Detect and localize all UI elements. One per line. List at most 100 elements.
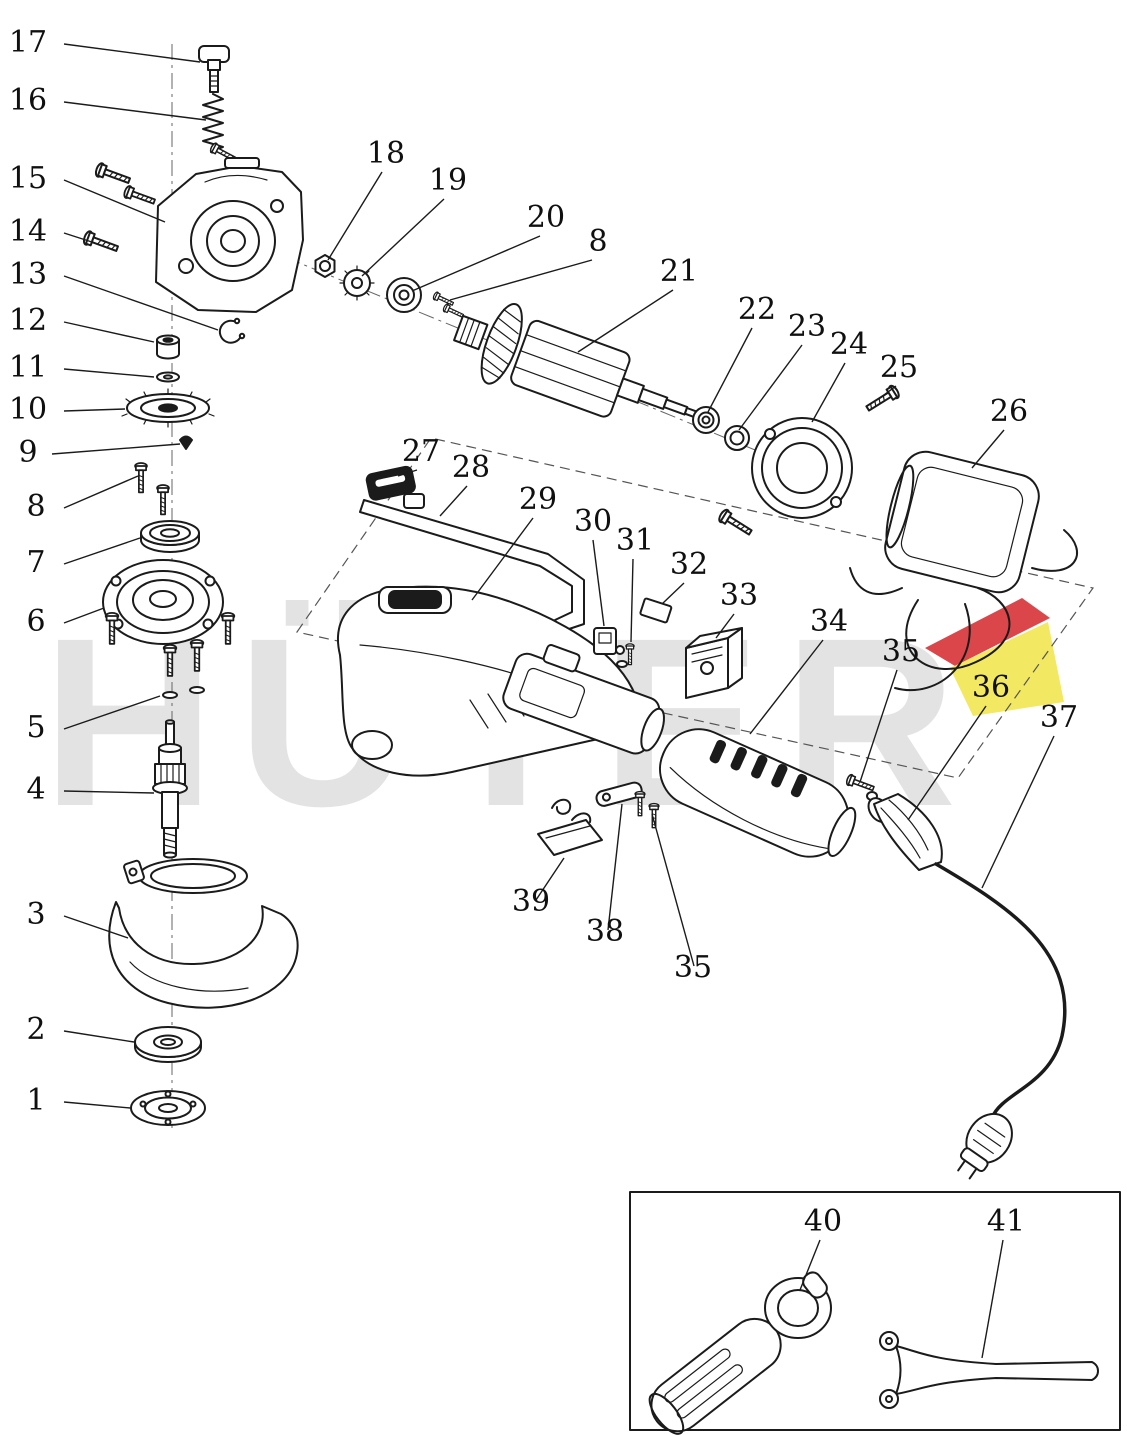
part-label-10-gear: 10: [9, 392, 47, 427]
leader-line-5: [63, 695, 161, 730]
part-11-washer: [156, 371, 180, 383]
part-label-22-bearing: 22: [738, 292, 776, 327]
part-label-26-stator: 26: [990, 394, 1028, 429]
leader-line-27: [397, 469, 418, 477]
leader-line-2: [63, 1030, 135, 1043]
part-7-bearing: [140, 520, 200, 553]
leader-line-35: [859, 669, 898, 783]
leader-line-8: [449, 259, 593, 301]
part-label-27-cap: 27: [402, 434, 440, 469]
part-4-spindle: [152, 719, 188, 859]
part-label-12-bushing: 12: [9, 303, 47, 338]
part-label-17-spindle-lock-button: 17: [9, 25, 47, 60]
part-label-11-washer: 11: [9, 350, 47, 385]
part-40-side-handle: [648, 1271, 832, 1435]
part-8-screw: [441, 302, 466, 321]
part-label-28-bracket-bar: 28: [452, 450, 490, 485]
part-5-screws: [104, 611, 236, 699]
part-1-clamp-flange: [130, 1090, 206, 1126]
gear-case: [502, 644, 665, 755]
leader-line-24: [811, 362, 846, 423]
part-label-14-screw: 14: [9, 214, 47, 249]
part-30-brush-holder: [593, 627, 625, 655]
part-label-39-wire-cover: 39: [512, 884, 550, 919]
part-label-30-brush-holder: 30: [574, 504, 612, 539]
part-label-29-motor-housing: 29: [519, 482, 557, 517]
part-label-18-nut: 18: [367, 136, 405, 171]
part-8-screw: [134, 462, 148, 494]
part-23-ring: [724, 425, 750, 451]
part-6-bearing-flange: [102, 559, 224, 645]
part-label-1-clamp-flange: 1: [26, 1083, 45, 1118]
part-13-circlip: [218, 317, 246, 344]
leader-line-40: [799, 1239, 821, 1291]
leader-line-23: [738, 344, 803, 431]
part-20-bearing: [386, 277, 422, 313]
leader-line-32: [661, 582, 685, 605]
leader-line-19: [361, 198, 445, 277]
leader-line-37: [981, 735, 1055, 889]
leader-line-26: [971, 429, 1005, 469]
part-label-35-screws: 35: [674, 950, 712, 985]
part-18-nut: [314, 254, 336, 278]
leader-line-3: [63, 915, 129, 939]
part-label-34-rear-housing: 34: [810, 604, 848, 639]
leader-line-16: [63, 101, 207, 121]
part-label-16-spring: 16: [9, 83, 47, 118]
leader-line-6: [63, 607, 105, 624]
leader-line-38: [607, 803, 623, 931]
leader-line-17: [63, 43, 201, 63]
screw: [93, 161, 133, 189]
part-label-32-brush: 32: [670, 547, 708, 582]
part-39-wire-cover: [537, 798, 603, 856]
inset-box: [629, 1191, 1121, 1431]
leader-line-20: [411, 235, 541, 292]
part-label-21-armature: 21: [660, 254, 698, 289]
leader-line-28: [439, 485, 468, 517]
part-label-37-power-cord: 37: [1040, 700, 1078, 735]
part-22-bearing: [692, 406, 720, 434]
part-label-4-spindle: 4: [26, 772, 45, 807]
leader-line-41: [981, 1239, 1004, 1359]
part-label-20-bearing: 20: [527, 200, 565, 235]
part-25-screw: [716, 507, 755, 540]
leader-line-36: [907, 705, 987, 821]
part-label-38-lever: 38: [586, 914, 624, 949]
part-3-wheel-guard: [108, 858, 299, 1009]
leader-line-15: [63, 179, 166, 223]
part-27-cap: [365, 465, 425, 509]
part-label-24-bearing-cover: 24: [830, 327, 868, 362]
part-8-screw: [156, 484, 170, 516]
part-2-inner-flange: [134, 1026, 202, 1063]
part-label-9-key: 9: [18, 435, 37, 470]
watermark-accent-red: [925, 598, 1050, 666]
leader-line-21: [577, 289, 674, 353]
part-16-spring: [202, 93, 224, 153]
part-37-power-cord: [934, 862, 1067, 1180]
leader-line-9: [51, 443, 181, 455]
assembly-guide-box: [295, 437, 1095, 779]
part-label-33-switch: 33: [720, 578, 758, 613]
part-24-bearing-cover: [751, 417, 853, 519]
part-41-pin-wrench: [879, 1331, 1099, 1409]
part-label-36-cord-guard: 36: [972, 670, 1010, 705]
leader-line-33: [715, 613, 735, 639]
part-label-7-bearing: 7: [26, 545, 45, 580]
part-15-gear-housing: [155, 157, 304, 313]
part-label-2-inner-flange: 2: [26, 1012, 45, 1047]
part-label-35-screw: 35: [882, 634, 920, 669]
leader-line-22: [707, 327, 753, 413]
part-label-25-screw: 25: [880, 350, 918, 385]
part-label-8-screws: 8: [588, 224, 607, 259]
part-32-brush: [639, 597, 673, 624]
leader-line-29: [471, 517, 534, 601]
part-34-rear-housing: [659, 728, 857, 858]
part-label-31-screw: 31: [616, 523, 654, 558]
part-12-bushing: [156, 334, 180, 360]
leader-line-7: [63, 537, 141, 565]
part-label-6-bearing-flange: 6: [26, 604, 45, 639]
leader-line-18: [327, 171, 383, 261]
